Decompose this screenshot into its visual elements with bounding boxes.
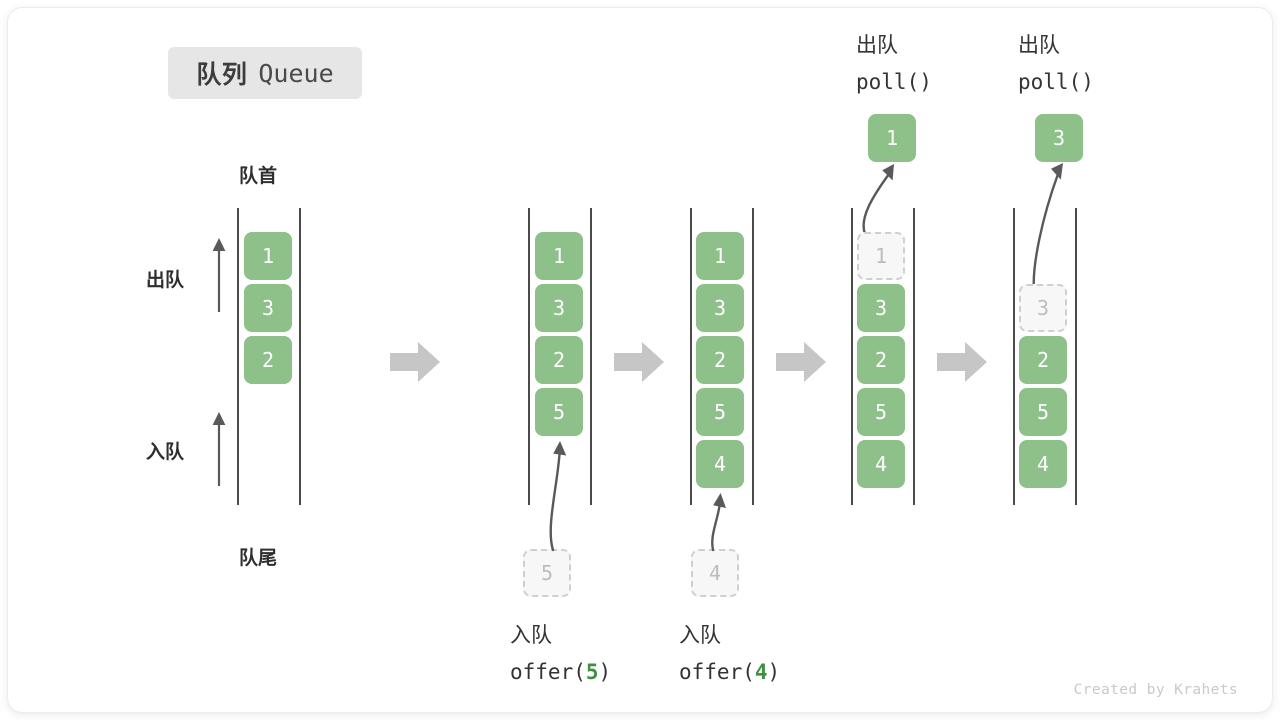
caption-code-post: ) [598,660,612,684]
header-poll-1: 出队 poll() [856,28,932,100]
rail-right [1075,208,1077,505]
caption-cn: 入队 [679,624,721,647]
dequeue-arrow [845,160,905,236]
queue-cell: 4 [857,440,905,488]
enqueue-direction-arrow [206,410,232,486]
caption-cn: 入队 [510,624,552,647]
queue-cell-ghost: 3 [1019,284,1067,332]
queue-cell: 1 [535,232,583,280]
diagram-card: 队列 Queue 队首 队尾 出队 入队 1 3 2 1 3 [8,8,1272,712]
queue-cell: 1 [696,232,744,280]
rail-right [752,208,754,505]
caption-code: offer(5) [510,654,611,690]
rail-left [1013,208,1015,505]
title-badge: 队列 Queue [168,47,362,99]
caption-code-pre: offer( [679,660,755,684]
dequeue-arrow [1006,160,1076,292]
dequeue-label: 出队 [146,270,185,291]
queue-cell: 3 [535,284,583,332]
title-english: Queue [258,58,334,88]
caption-code-post: ) [767,660,781,684]
queue-cell: 3 [696,284,744,332]
queue-cell: 2 [244,336,292,384]
queue-cell-ghost: 1 [857,232,905,280]
queue-cell: 5 [857,388,905,436]
queue-cell: 4 [696,440,744,488]
header-poll-3: 出队 poll() [1018,28,1094,100]
queue-cell: 5 [535,388,583,436]
rail-left [237,208,239,505]
rail-right [299,208,301,505]
flow-arrow-right-icon [937,340,987,384]
popped-cell: 3 [1035,114,1083,162]
rail-right [590,208,592,505]
queue-cell: 2 [535,336,583,384]
queue-cell: 5 [1019,388,1067,436]
queue-cell: 2 [1019,336,1067,384]
queue-cell: 2 [696,336,744,384]
queue-cell: 4 [1019,440,1067,488]
rail-left [528,208,530,505]
popped-cell: 1 [868,114,916,162]
enqueue-arrow [540,436,580,552]
title-chinese: 队列 [196,61,248,89]
incoming-ghost-cell: 5 [523,549,571,597]
rail-left [851,208,853,505]
header-code: poll() [856,70,932,94]
caption-code: offer(4) [679,654,780,690]
caption-offer-4: 入队 offer(4) [679,618,780,690]
back-label: 队尾 [239,548,278,569]
diagram-stage: 队列 Queue 队首 队尾 出队 入队 1 3 2 1 3 [8,8,1272,712]
caption-code-pre: offer( [510,660,586,684]
flow-arrow-right-icon [390,340,440,384]
enqueue-arrow [702,488,742,552]
enqueue-label: 入队 [146,442,185,463]
queue-cell: 1 [244,232,292,280]
queue-cell: 3 [857,284,905,332]
flow-arrow-right-icon [776,340,826,384]
header-cn: 出队 [1018,34,1060,57]
header-code: poll() [1018,70,1094,94]
front-label: 队首 [239,166,278,187]
rail-right [913,208,915,505]
caption-code-arg: 5 [585,660,599,684]
header-cn: 出队 [856,34,898,57]
caption-offer-5: 入队 offer(5) [510,618,611,690]
flow-arrow-right-icon [614,340,664,384]
credit-text: Created by Krahets [1073,682,1238,698]
dequeue-direction-arrow [206,236,232,312]
caption-code-arg: 4 [754,660,768,684]
queue-cell: 3 [244,284,292,332]
incoming-ghost-cell: 4 [691,549,739,597]
queue-cell: 5 [696,388,744,436]
queue-cell: 2 [857,336,905,384]
rail-left [690,208,692,505]
